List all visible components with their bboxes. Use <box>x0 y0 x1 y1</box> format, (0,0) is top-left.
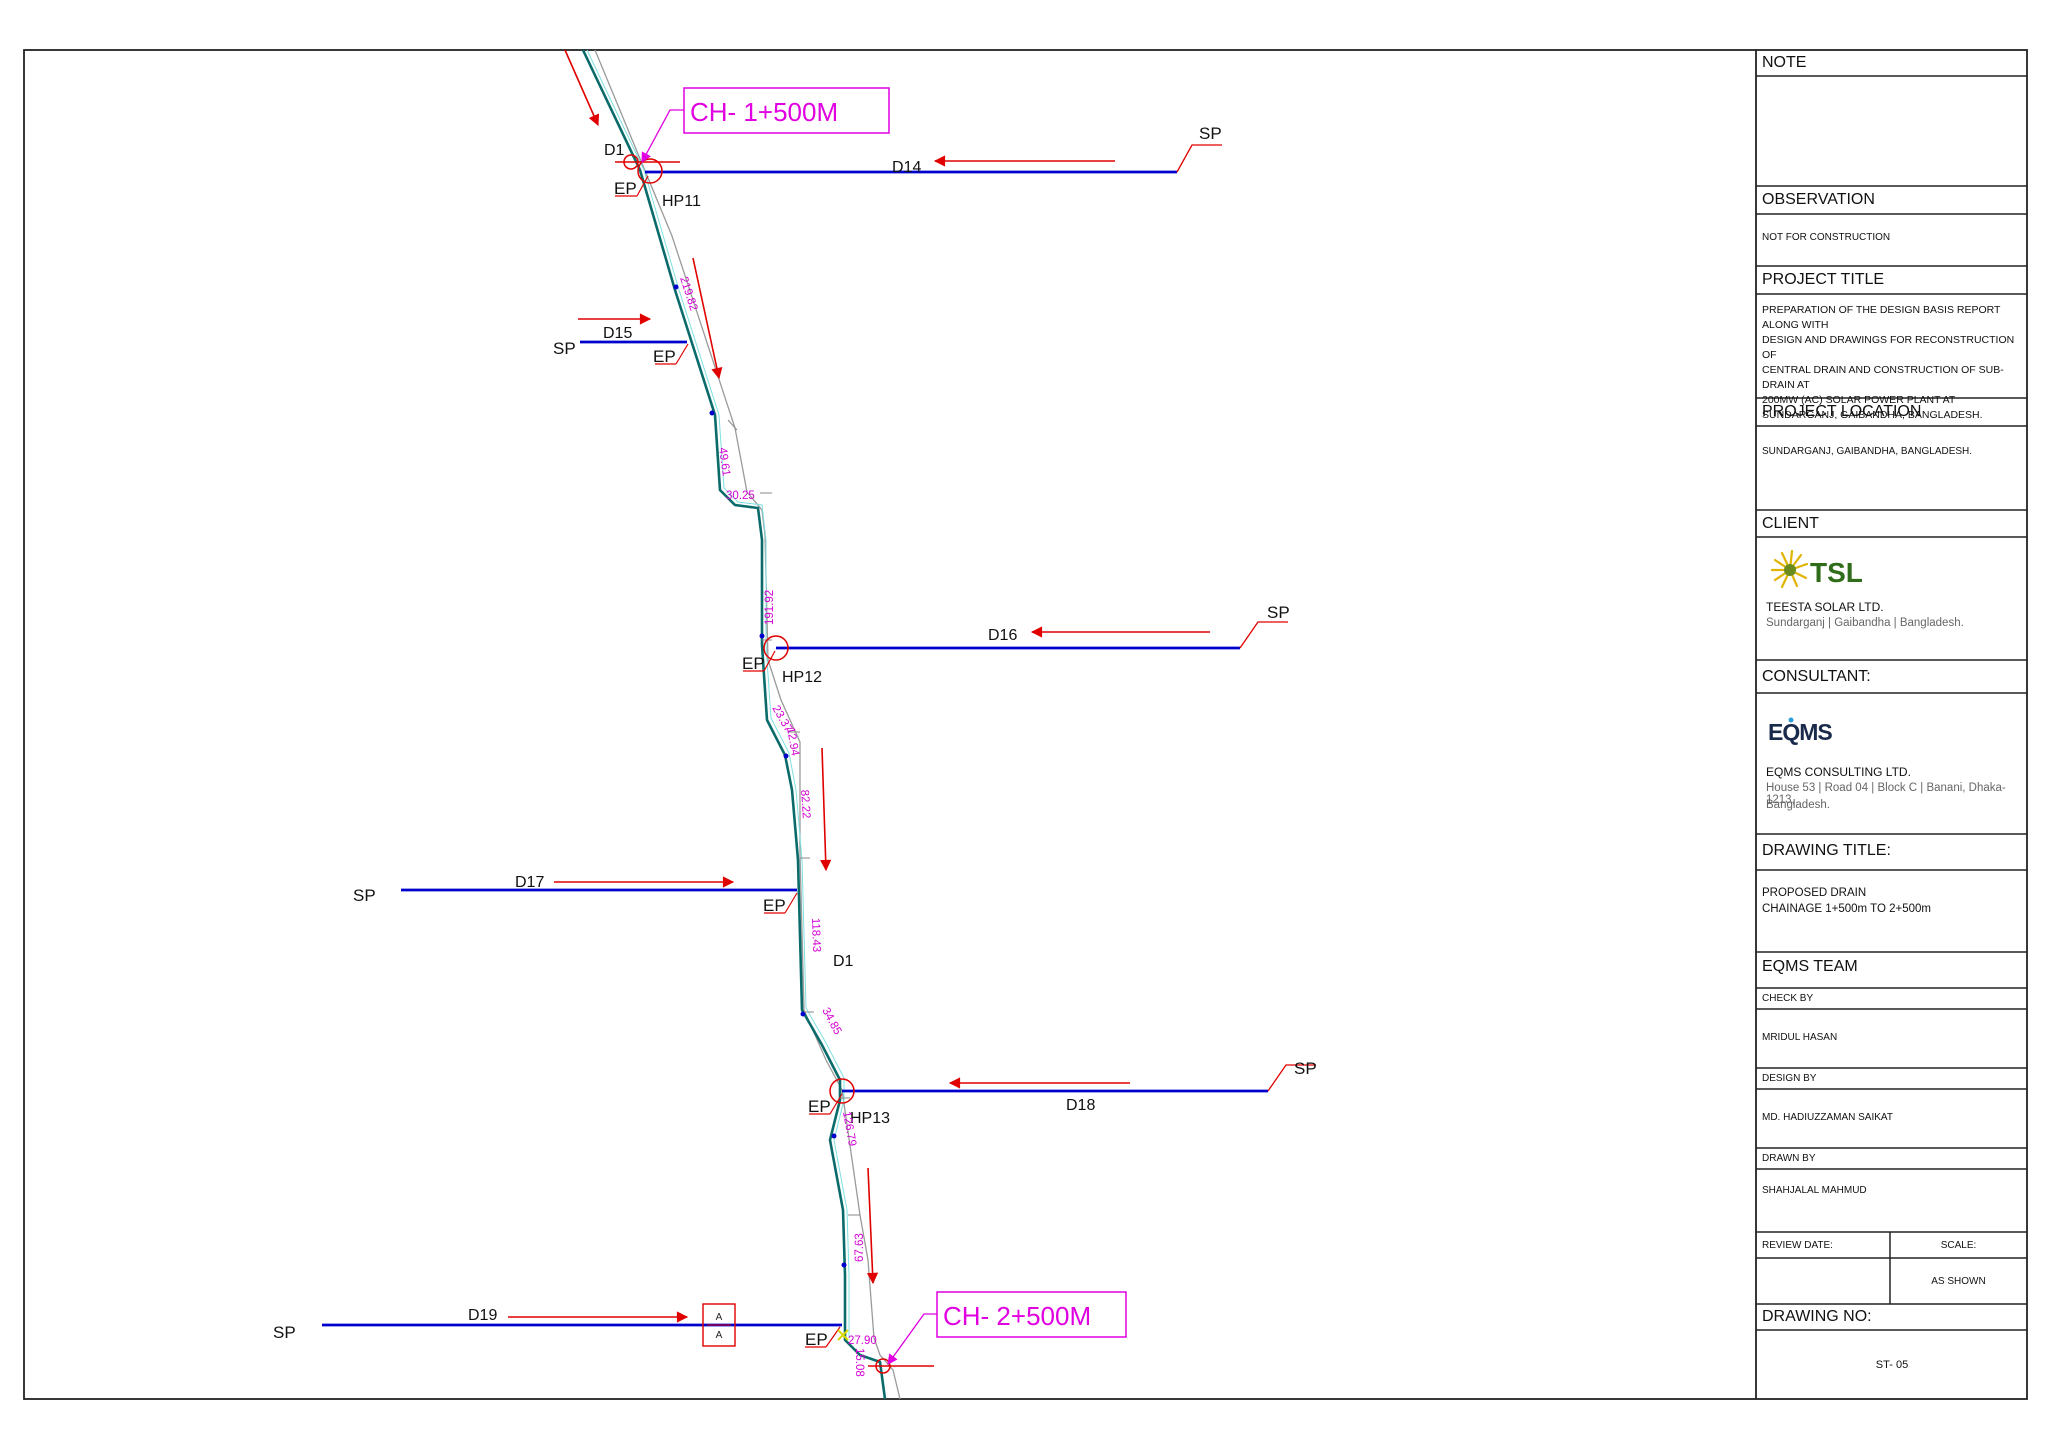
scale-value: AS SHOWN <box>1931 1276 1986 1287</box>
consultant-address-1: House 53 | Road 04 | Block C | Banani, D… <box>1766 782 2006 806</box>
client-address: Sundarganj | Gaibandha | Bangladesh. <box>1766 617 1964 629</box>
label-d19: D19 <box>468 1307 497 1324</box>
label-hp12: HP12 <box>782 669 822 686</box>
main-drain-d1 <box>581 49 887 1400</box>
dim-34-85: 34.85 <box>819 1006 843 1037</box>
dim-12-94: 12.94 <box>784 726 801 757</box>
hp-circles <box>615 154 934 1374</box>
chainage-end-label: CH- 2+500M <box>943 1301 1091 1331</box>
label-hp11: HP11 <box>662 193 701 210</box>
chainage-callout-end: CH- 2+500M <box>887 1291 1127 1365</box>
drawn-by-label: DRAWN BY <box>1762 1153 1816 1164</box>
project-location-header: PROJECT LOCATION <box>1762 403 1922 420</box>
observation-header: OBSERVATION <box>1762 191 1875 208</box>
team-header: EQMS TEAM <box>1762 958 1858 975</box>
project-title-line: SUNDARGANJ, GAIBANDHA, BANGLADESH. <box>1762 409 1983 421</box>
drawing-no-value: ST- 05 <box>1875 1359 1909 1371</box>
chainage-callout-start: CH- 1+500M <box>641 87 890 163</box>
eqms-logo-text: EQMS <box>1768 719 1832 745</box>
label-d14: D14 <box>892 159 921 176</box>
dim-67-63: 67.63 <box>854 1233 866 1262</box>
check-by-label: CHECK BY <box>1762 993 1814 1004</box>
label-sp-d15: SP <box>553 339 576 358</box>
client-name: TEESTA SOLAR LTD. <box>1766 600 1884 614</box>
eqms-logo: EQMS <box>1768 717 1833 745</box>
label-ep-5: EP <box>808 1097 831 1116</box>
consultant-header: CONSULTANT: <box>1762 668 1871 685</box>
dim-27-90: 27.90 <box>848 1335 877 1347</box>
label-ep-6: EP <box>805 1330 828 1349</box>
project-title-text: PREPARATION OF THE DESIGN BASIS REPORT A… <box>1756 303 2028 423</box>
drain-nodes <box>673 284 847 1268</box>
check-by-name: MRIDUL HASAN <box>1762 1032 1838 1043</box>
dim-191-92: 191.92 <box>764 590 776 625</box>
design-by-label: DESIGN BY <box>1762 1073 1817 1084</box>
hp12-marker <box>763 635 789 661</box>
design-by-name: MD. HADIUZZAMAN SAIKAT <box>1762 1112 1893 1123</box>
project-location-text: SUNDARGANJ, GAIBANDHA, BANGLADESH. <box>1762 446 1973 457</box>
label-d17: D17 <box>515 874 544 891</box>
drawing-no-header: DRAWING NO: <box>1762 1308 1872 1325</box>
label-d18: D18 <box>1066 1097 1095 1114</box>
project-title-line: CENTRAL DRAIN AND CONSTRUCTION OF SUB-DR… <box>1762 364 2004 391</box>
drawing-frame <box>23 49 2028 1400</box>
label-ep-3: EP <box>742 654 765 673</box>
flow-arrows <box>508 49 1210 1323</box>
label-hp13: HP13 <box>850 1110 890 1127</box>
yellow-marks <box>837 1329 849 1341</box>
scale-label: SCALE: <box>1940 1240 1977 1251</box>
drawing-title-line-1: PROPOSED DRAIN <box>1762 887 1867 899</box>
label-d15: D15 <box>603 325 632 342</box>
title-block-rules <box>1756 75 2027 1331</box>
client-header: CLIENT <box>1762 515 1819 532</box>
hp13-marker <box>829 1078 855 1104</box>
dim-82-22: 82.22 <box>798 789 812 819</box>
drawing-title-line-2: CHAINAGE 1+500m TO 2+500m <box>1762 903 1931 915</box>
label-sp-d14: SP <box>1199 124 1222 143</box>
main-drain-outline <box>594 49 901 1400</box>
drawn-by-name: SHAHJALAL MAHMUD <box>1762 1185 1867 1196</box>
section-marker: A A <box>702 1303 736 1347</box>
project-title-header: PROJECT TITLE <box>1762 271 1885 288</box>
dim-30-25: 30.25 <box>726 490 755 502</box>
consultant-name: EQMS CONSULTING LTD. <box>1766 765 1911 779</box>
ep-markers <box>615 175 843 1348</box>
label-ep-1: EP <box>614 179 637 198</box>
tsl-logo-text: TSL <box>1810 557 1863 588</box>
main-drain-edge <box>586 49 850 1338</box>
observation-text: NOT FOR CONSTRUCTION <box>1762 232 1891 243</box>
label-sp-d19: SP <box>273 1323 296 1342</box>
label-ep-4: EP <box>763 896 786 915</box>
drawing-title-header: DRAWING TITLE: <box>1762 842 1891 859</box>
consultant-address-2: Bangladesh. <box>1766 799 1830 811</box>
drawing-labels: D1 EP HP11 D14 SP D15 SP EP D16 SP EP HP… <box>273 124 1317 1349</box>
sub-drains <box>322 170 1268 1327</box>
project-title-line: 200MW (AC) SOLAR POWER PLANT AT <box>1762 394 1956 406</box>
label-d1-main: D1 <box>833 953 854 970</box>
label-sp-d18: SP <box>1294 1059 1317 1078</box>
note-header: NOTE <box>1762 54 1807 71</box>
tsl-logo: TSL <box>1770 549 1863 589</box>
dim-15-08: 15.08 <box>853 1348 865 1377</box>
chainage-start-label: CH- 1+500M <box>690 97 838 127</box>
sp-leaders <box>1176 144 1316 1092</box>
review-date-label: REVIEW DATE: <box>1762 1240 1833 1251</box>
section-label-bottom: A <box>716 1330 723 1341</box>
project-title-line: DESIGN AND DRAWINGS FOR RECONSTRUCTION O… <box>1762 334 2015 361</box>
project-title-line: PREPARATION OF THE DESIGN BASIS REPORT A… <box>1762 304 2001 331</box>
dim-118-43: 118.43 <box>809 918 822 953</box>
section-label-top: A <box>716 1312 723 1323</box>
label-sp-d17: SP <box>353 886 376 905</box>
label-d1-top: D1 <box>604 142 625 159</box>
label-d16: D16 <box>988 627 1017 644</box>
label-sp-d16: SP <box>1267 603 1290 622</box>
dim-49-61: 49.61 <box>716 447 732 477</box>
label-ep-2: EP <box>653 347 676 366</box>
